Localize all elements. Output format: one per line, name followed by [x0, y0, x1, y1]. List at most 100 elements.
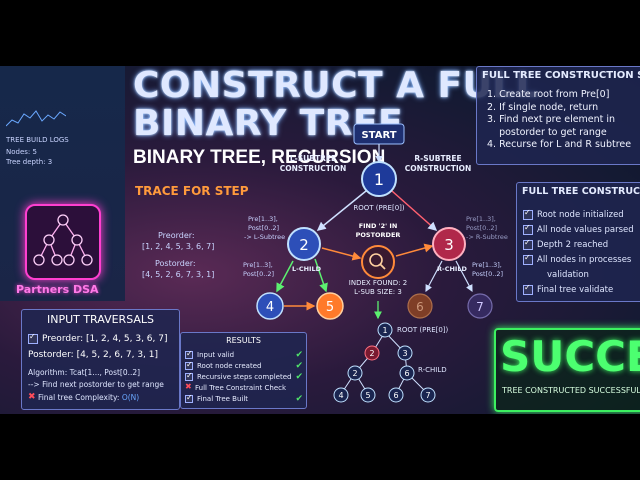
title-line-1: CONSTRUCT A FULL	[133, 66, 540, 106]
right-child-range-1: Pre[1..3],	[472, 261, 502, 269]
step-item: postorder to get range	[487, 126, 607, 138]
input-algorithm: Algorithm: Tcat[1..., Post[0..2]	[28, 368, 141, 377]
left-range-2: Post[0..2]	[248, 224, 279, 232]
top-letterbox	[0, 0, 640, 66]
result-item-label: Recursive steps completed	[197, 372, 292, 381]
left-child-range-2: Post[0..2]	[243, 270, 274, 278]
cross-icon: ✖	[185, 381, 192, 391]
result-r-child: R-CHILD	[418, 366, 447, 374]
rsub-title-2: CONSTRUCTION	[405, 164, 472, 173]
magnifier-icon	[369, 253, 383, 267]
results-title: RESULTS	[226, 336, 261, 345]
full-tree-item: All nodes in processes	[523, 252, 634, 267]
full-tree-item: Depth 2 reached	[523, 237, 634, 252]
result-tree-edges	[340, 331, 429, 395]
result-node-2b-label: 2	[352, 369, 357, 378]
flow-node-7-label: 7	[476, 300, 484, 314]
right-range-1: Pre[1..3],	[466, 215, 496, 223]
edge-1-3	[391, 190, 438, 231]
results-list: Input valid✔Root node created✔Recursive …	[185, 349, 303, 404]
flow-node-6	[407, 293, 433, 319]
result-node-2	[364, 345, 380, 361]
check-icon: ✔	[295, 360, 303, 371]
left-sidebar: TREE BUILD LOGS Nodes: 5 Tree depth: 3 P…	[0, 66, 125, 301]
r-child-label: R-CHILD	[437, 265, 467, 273]
left-child-range-1: Pre[1..3],	[243, 261, 273, 269]
result-item-label: Final Tree Built	[197, 394, 249, 403]
success-title: SUCCESS	[500, 332, 640, 381]
left-range-3: -> L-Subtree	[244, 233, 285, 241]
full-tree-checkbox[interactable]	[523, 238, 533, 250]
full-tree-checkbox[interactable]	[523, 283, 533, 295]
full-tree-checkbox[interactable]	[523, 223, 533, 235]
flow-node-3-label: 3	[444, 236, 454, 254]
steps-title: FULL TREE CONSTRUCTION STEP	[482, 70, 640, 81]
step-item: 3. Find next pre element in	[487, 114, 616, 125]
lsub-title-1: L-SUBTREE	[290, 154, 336, 163]
full-tree-checkbox[interactable]	[523, 208, 533, 220]
input-traversals-title: INPUT TRAVERSALS	[46, 313, 155, 326]
edge-2-5	[314, 258, 328, 293]
check-icon: ✔	[295, 349, 303, 360]
flow-node-2-label: 2	[299, 236, 309, 254]
flow-node-3	[432, 227, 466, 261]
edge-3-7	[455, 260, 473, 293]
construction-steps-panel: FULL TREE CONSTRUCTION STEP 1. Create ro…	[476, 66, 640, 165]
trace-preorder-value: [1, 2, 4, 5, 3, 6, 7]	[142, 242, 215, 251]
complexity-value: O(N)	[121, 392, 140, 402]
start-label: START	[361, 130, 396, 141]
result-node-1	[377, 322, 393, 338]
edge-2-find	[321, 247, 362, 261]
result-node-2-label: 2	[369, 349, 374, 358]
full-tree-item: Root node initialized	[523, 207, 634, 222]
step-item: 2. If single node, return	[487, 101, 599, 113]
full-tree-panel: FULL TREE CONSTRUCTION Root node initial…	[516, 182, 640, 302]
full-tree-item: All node values parsed	[523, 222, 634, 237]
flow-node-6-label: 6	[416, 300, 424, 314]
trace-postorder-label: Postorder:	[155, 259, 196, 268]
result-node-6b	[388, 387, 404, 403]
result-node-4-label: 4	[338, 391, 343, 400]
flow-node-5-label: 5	[326, 300, 334, 315]
result-node-1-label: 1	[382, 326, 387, 335]
success-box: SUCCESS TREE CONSTRUCTED SUCCESSFULLY	[494, 328, 640, 412]
edge-1-2	[316, 190, 367, 231]
edge-find-3	[395, 243, 434, 257]
sidebar-sparkline	[6, 110, 66, 127]
result-item: Root node created✔	[185, 360, 303, 371]
result-checkbox[interactable]: ✖	[185, 381, 192, 391]
flow-node-2	[287, 227, 321, 261]
flow-node-4	[256, 292, 284, 320]
steps-list: 1. Create root from Pre[0]2. If single n…	[487, 89, 631, 152]
result-checkbox[interactable]	[185, 371, 193, 381]
magnifier-icon-handle	[379, 263, 386, 270]
result-item: Recursive steps completed✔	[185, 371, 303, 382]
result-node-3	[397, 345, 413, 361]
input-preorder-row: Preorder: [1, 2, 4, 5, 3, 6, 7]	[28, 332, 167, 344]
bottom-letterbox	[0, 414, 640, 480]
full-tree-title: FULL TREE CONSTRUCTION	[522, 186, 640, 197]
full-tree-item-label: All node values parsed	[537, 224, 634, 235]
result-checkbox[interactable]	[185, 360, 193, 370]
full-tree-item-label: Root node initialized	[537, 209, 624, 220]
left-range-1: Pre[1..3],	[248, 215, 278, 223]
find-label-2: POSTORDER	[356, 231, 401, 239]
result-node-5	[360, 387, 376, 403]
check-icon: ✔	[295, 371, 303, 382]
full-tree-item: validation	[523, 267, 634, 282]
flow-node-1-label: 1	[374, 170, 384, 189]
result-checkbox[interactable]	[185, 393, 193, 403]
full-tree-checkbox[interactable]	[523, 253, 533, 265]
lsub-size: L-SUB SIZE: 3	[354, 288, 402, 296]
full-tree-item-label: All nodes in processes	[537, 254, 632, 265]
step-item: 4. Recurse for L and R subtree	[487, 139, 632, 150]
cross-icon: ✖	[28, 392, 36, 402]
result-node-6	[399, 365, 415, 381]
result-checkbox[interactable]	[185, 349, 193, 359]
right-range-3: -> R-Subtree	[466, 233, 508, 241]
lsub-title-2: CONSTRUCTION	[280, 164, 347, 173]
result-item: Input valid✔	[185, 349, 303, 360]
nodes-count: Nodes: 5	[6, 148, 37, 156]
preorder-checkbox[interactable]	[28, 332, 38, 344]
flow-root-label: ROOT (PRE[0])	[353, 204, 405, 212]
